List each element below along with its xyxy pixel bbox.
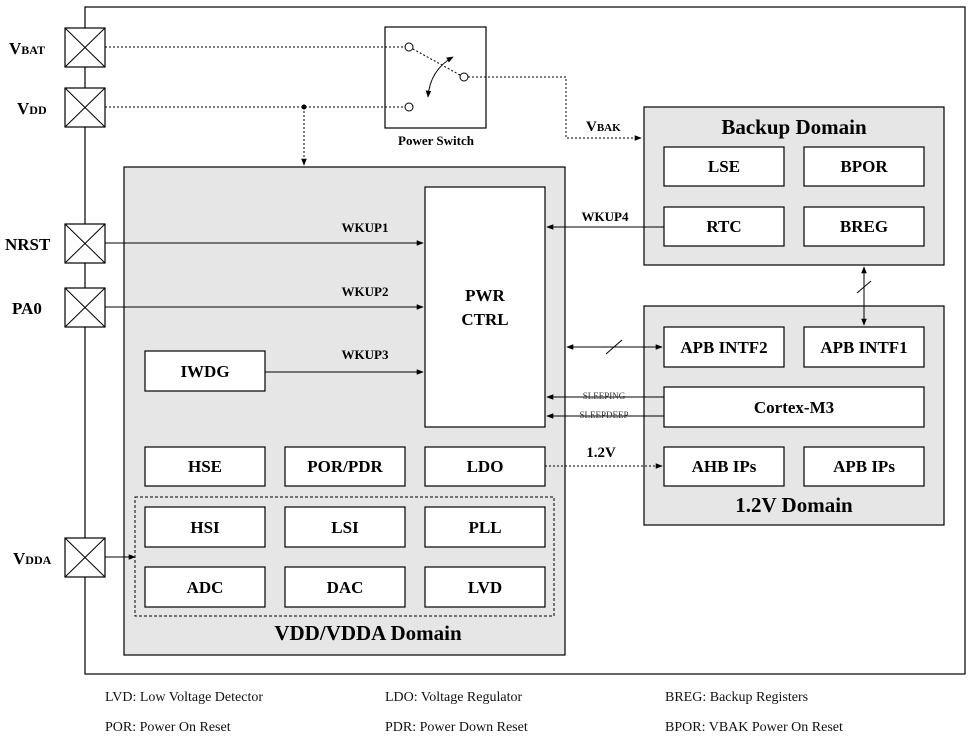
backup-bus-slash bbox=[856, 280, 872, 294]
legend-item: PDR: Power Down Reset bbox=[385, 720, 528, 735]
lvd-block bbox=[424, 566, 546, 608]
legend-item: LDO: Voltage Regulator bbox=[385, 690, 522, 705]
dac-block bbox=[284, 566, 406, 608]
vdd-label: VDD bbox=[17, 99, 47, 118]
nrst-label: NRST bbox=[5, 235, 51, 254]
legend-item: BREG: Backup Registers bbox=[665, 690, 808, 705]
lse-block bbox=[663, 146, 785, 187]
switch-contact-vdd bbox=[404, 102, 414, 112]
vbat-label: VBAT bbox=[9, 39, 45, 58]
v12-domain-title: 1.2V Domain bbox=[735, 493, 853, 517]
iwdg-label: IWDG bbox=[180, 362, 229, 381]
legend-item: BPOR: VBAK Power On Reset bbox=[665, 720, 843, 735]
adc-block bbox=[144, 566, 266, 608]
apb-bus-slash bbox=[605, 339, 623, 355]
rtc-label: RTC bbox=[706, 217, 741, 236]
pwr-ctrl-label-2: CTRL bbox=[461, 310, 508, 329]
ahb-ips-block bbox=[663, 446, 785, 487]
wkup3-label: WKUP3 bbox=[342, 347, 389, 362]
lse-label: LSE bbox=[708, 157, 740, 176]
power-switch bbox=[384, 26, 487, 129]
vdd-pad bbox=[64, 87, 106, 128]
wkup1-label: WKUP1 bbox=[342, 220, 389, 235]
vbak-wire bbox=[468, 76, 642, 141]
power-switch-label: Power Switch bbox=[398, 133, 475, 148]
por-pdr-label: POR/PDR bbox=[307, 457, 383, 476]
wkup2-label: WKUP2 bbox=[342, 284, 389, 299]
ldo-block bbox=[424, 446, 546, 487]
chip-boundary bbox=[84, 6, 966, 675]
switch-contact-vbat bbox=[404, 42, 414, 52]
pa0-pad bbox=[64, 287, 106, 328]
rtc-block bbox=[663, 206, 785, 247]
vbat-pad bbox=[64, 27, 106, 68]
cortex-m3-label: Cortex-M3 bbox=[754, 398, 834, 417]
iwdg-block bbox=[144, 350, 266, 392]
hsi-block bbox=[144, 506, 266, 548]
wkup4-label: WKUP4 bbox=[582, 209, 629, 224]
apb-ips-label: APB IPs bbox=[833, 457, 895, 476]
bpor-block bbox=[803, 146, 925, 187]
breg-label: BREG bbox=[840, 217, 888, 236]
apb-intf1-label: APB INTF1 bbox=[820, 338, 907, 357]
lsi-label: LSI bbox=[331, 518, 359, 537]
hse-label: HSE bbox=[188, 457, 222, 476]
bpor-label: BPOR bbox=[840, 157, 888, 176]
pwr-ctrl-label-1: PWR bbox=[465, 286, 505, 305]
breg-block bbox=[803, 206, 925, 247]
vdda-pad bbox=[64, 537, 106, 578]
adc-label: ADC bbox=[187, 578, 224, 597]
sleepdeep-label: SLEEPDEEP bbox=[579, 410, 628, 420]
nrst-pad bbox=[64, 223, 106, 264]
vdd-vdda-domain: PWR CTRL IWDG HSE POR/PDR LDO HSI LSI PL… bbox=[123, 166, 566, 656]
v12-supply-label: 1.2V bbox=[586, 445, 616, 461]
switch-contact-out bbox=[459, 72, 469, 82]
legend: LVD: Low Voltage Detector LDO: Voltage R… bbox=[105, 690, 843, 735]
lvd-label: LVD bbox=[468, 578, 502, 597]
backup-domain-title: Backup Domain bbox=[721, 115, 867, 139]
vdd-vdda-domain-title: VDD/VDDA Domain bbox=[274, 621, 462, 645]
hse-block bbox=[144, 446, 266, 487]
cortex-m3-block bbox=[663, 386, 925, 428]
backup-domain: Backup Domain LSE BPOR RTC BREG bbox=[643, 106, 945, 266]
switch-direction-arrow bbox=[425, 56, 454, 98]
pa0-label: PA0 bbox=[12, 299, 42, 318]
ahb-ips-label: AHB IPs bbox=[692, 457, 757, 476]
pll-label: PLL bbox=[468, 518, 501, 537]
apb-ips-block bbox=[803, 446, 925, 487]
v12-domain: APB INTF2 APB INTF1 Cortex-M3 AHB IPs AP… bbox=[643, 305, 945, 526]
apb-intf1-block bbox=[803, 326, 925, 368]
dac-label: DAC bbox=[327, 578, 364, 597]
legend-item: LVD: Low Voltage Detector bbox=[105, 690, 263, 705]
hsi-label: HSI bbox=[190, 518, 220, 537]
legend-item: POR: Power On Reset bbox=[105, 720, 231, 735]
vbak-label: VBAK bbox=[586, 119, 621, 135]
sleeping-label: SLEEPING bbox=[583, 391, 626, 401]
lsi-block bbox=[284, 506, 406, 548]
pll-block bbox=[424, 506, 546, 548]
vdda-label: VDDA bbox=[13, 549, 52, 568]
pwr-ctrl-block bbox=[424, 186, 546, 428]
ldo-label: LDO bbox=[467, 457, 504, 476]
por-pdr-block bbox=[284, 446, 406, 487]
apb-intf2-block bbox=[663, 326, 785, 368]
apb-intf2-label: APB INTF2 bbox=[680, 338, 767, 357]
